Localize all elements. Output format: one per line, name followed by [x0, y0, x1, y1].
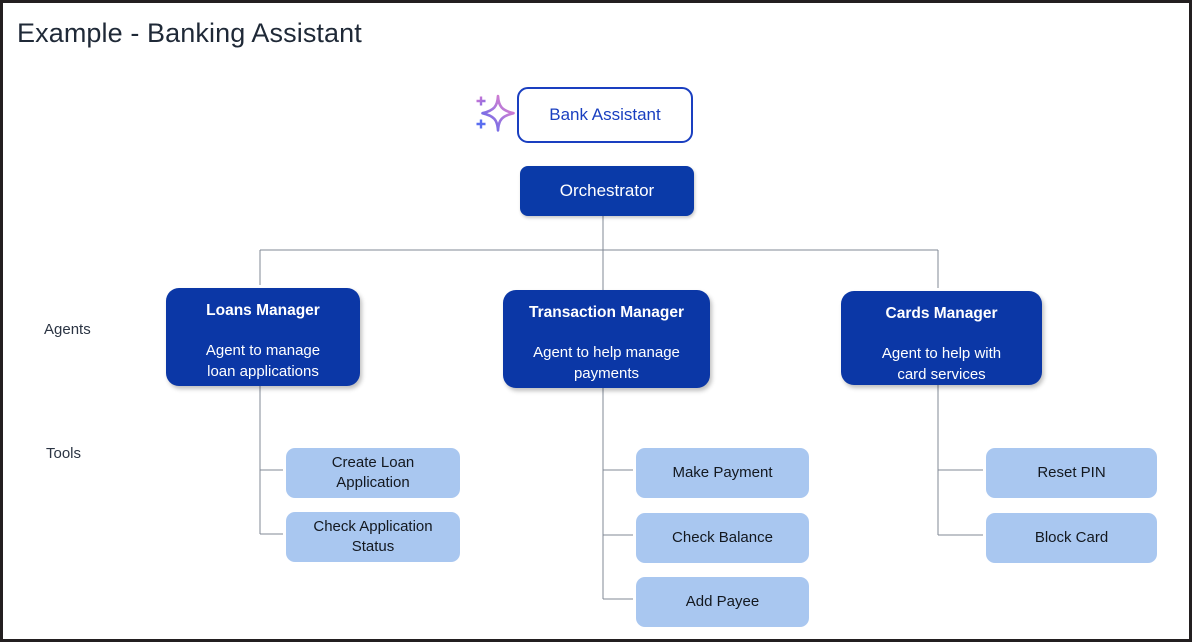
row-label-agents: Agents [44, 321, 91, 338]
tool-create-loan-application-line2: Application [336, 474, 410, 491]
agent-cards-manager-title: Cards Manager [885, 305, 998, 322]
agent-cards-manager-description: Agent to help with card services [882, 343, 1001, 385]
agent-loans-manager-title: Loans Manager [206, 302, 320, 319]
tool-add-payee-label: Add Payee [685, 593, 760, 610]
agent-transaction-manager-description: Agent to help manage payments [533, 342, 680, 384]
tool-check-application-status-line1: Check Application [313, 518, 433, 535]
tool-check-application-status-line2: Status [351, 538, 395, 555]
tool-block-card-label: Block Card [1034, 529, 1109, 546]
node-tool-block-card[interactable]: Block Card [986, 513, 1157, 563]
node-agent-loans-manager[interactable]: Loans Manager Agent to manage loan appli… [166, 288, 360, 386]
agent-loans-manager-description-line2: loan applications [207, 363, 319, 380]
node-orchestrator[interactable]: Orchestrator [520, 166, 694, 216]
node-tool-create-loan-application[interactable]: Create Loan Application [286, 448, 460, 498]
page-title: Example - Banking Assistant [17, 18, 362, 48]
row-label-tools: Tools [46, 445, 82, 462]
sparkle-icon [476, 94, 515, 132]
node-tool-reset-pin[interactable]: Reset PIN [986, 448, 1157, 498]
tool-check-application-status-label: Check Application Status [313, 517, 432, 557]
agent-cards-manager-description-line1: Agent to help with [881, 345, 1002, 362]
agent-loans-manager-description: Agent to manage loan applications [206, 340, 320, 382]
node-bank-assistant[interactable]: Bank Assistant [517, 87, 693, 143]
node-tool-check-balance[interactable]: Check Balance [636, 513, 809, 563]
agent-transaction-manager-description-line2: payments [573, 365, 640, 382]
tool-create-loan-application-label: Create Loan Application [332, 453, 415, 493]
node-tool-check-application-status[interactable]: Check Application Status [286, 512, 460, 562]
agent-transaction-manager-title: Transaction Manager [528, 304, 685, 321]
tool-create-loan-application-line1: Create Loan [331, 454, 415, 471]
tool-reset-pin-label: Reset PIN [1037, 464, 1106, 481]
node-tool-make-payment[interactable]: Make Payment [636, 448, 809, 498]
tool-make-payment-label: Make Payment [672, 464, 773, 481]
node-bank-assistant-label: Bank Assistant [549, 105, 661, 124]
node-agent-transaction-manager[interactable]: Transaction Manager Agent to help manage… [503, 290, 710, 388]
node-orchestrator-label: Orchestrator [559, 181, 655, 200]
tool-check-balance-label: Check Balance [672, 529, 773, 546]
agent-loans-manager-description-line1: Agent to manage [205, 342, 321, 359]
agent-cards-manager-description-line2: card services [897, 366, 986, 383]
agent-transaction-manager-description-line1: Agent to help manage [533, 344, 680, 361]
node-tool-add-payee[interactable]: Add Payee [636, 577, 809, 627]
node-agent-cards-manager[interactable]: Cards Manager Agent to help with card se… [841, 291, 1042, 385]
